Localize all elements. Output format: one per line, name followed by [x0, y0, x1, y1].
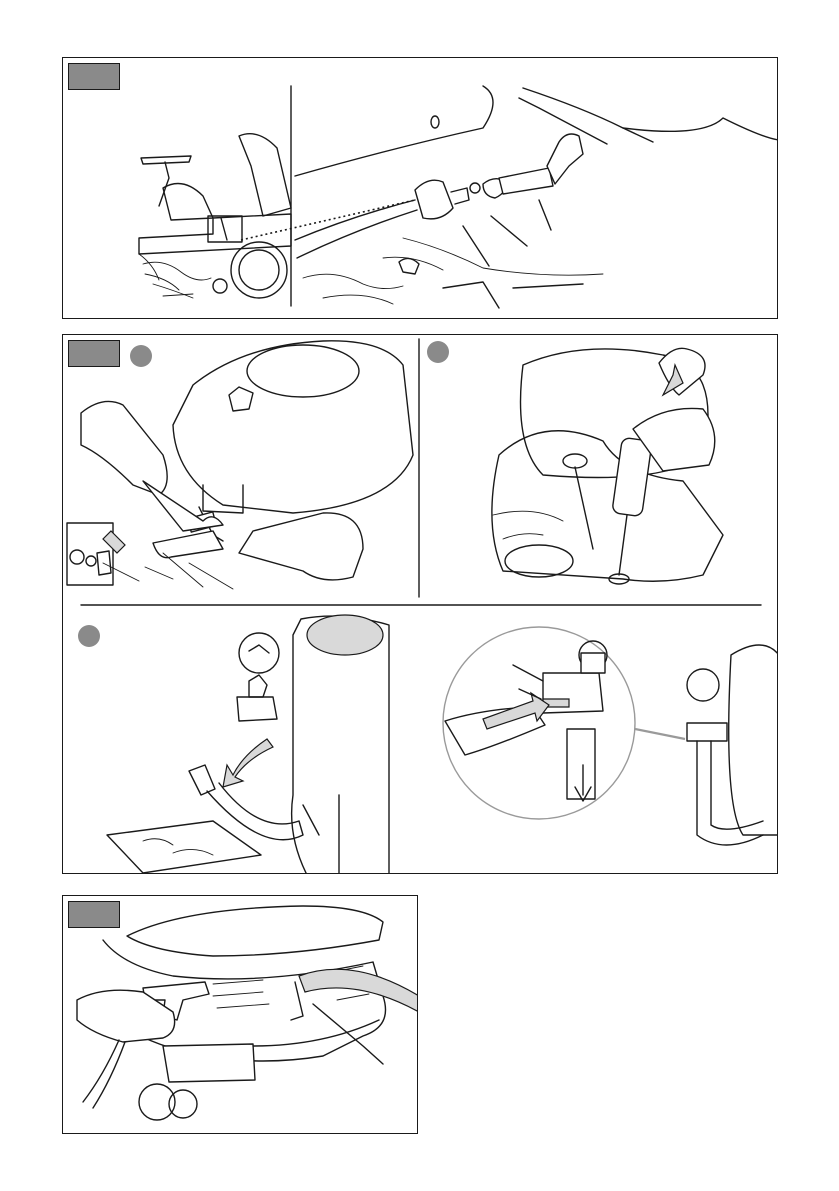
mower-side-view	[139, 134, 291, 298]
cleaning-illustration	[63, 896, 418, 1134]
fuel-line-illustration	[63, 58, 778, 319]
oil-change-figure	[62, 334, 778, 874]
step2-oil-syringe	[492, 348, 723, 584]
oil-change-illustration	[63, 335, 778, 874]
fuel-filter-detail	[295, 86, 778, 308]
fuel-line-figure	[62, 57, 778, 319]
step1-wrench-drain	[67, 341, 413, 589]
step3-clip-release	[443, 627, 778, 845]
step3-drain-hose	[107, 615, 389, 874]
cleaning-figure	[62, 895, 418, 1134]
